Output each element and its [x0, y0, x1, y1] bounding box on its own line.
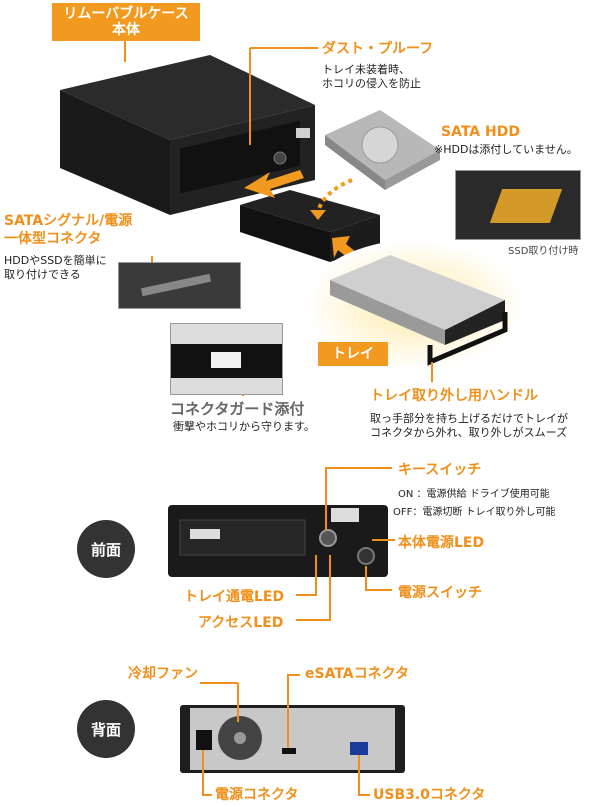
insert-arrow-icon: [244, 170, 304, 198]
front-panel-image: [168, 505, 388, 577]
handle-note: 取っ手部分を持ち上げるだけでトレイが コネクタから外れ、取り外しがスムーズ: [370, 412, 568, 440]
hdd-image: [325, 110, 440, 190]
ssd-caption: SSD取り付け時: [508, 246, 579, 257]
key-switch-off: OFF：電源切断 トレイ取り外し可能: [393, 507, 556, 518]
tray-image: [330, 255, 508, 366]
connector-title-line1: SATAシグナル/電源: [4, 213, 133, 229]
access-led-label: アクセスLED: [198, 615, 284, 631]
connector-photo: [118, 262, 241, 309]
connector-note-line2: 取り付けできる: [4, 268, 81, 281]
handle-title: トレイ取り外し用ハンドル: [370, 388, 538, 404]
key-switch-on: ON ：電源供給 ドライブ使用可能: [398, 489, 550, 500]
front-badge: 前面: [77, 520, 135, 578]
fan-label: 冷却ファン: [128, 666, 198, 682]
power-led-label: 本体電源LED: [398, 535, 485, 551]
connector-note-line1: HDDやSSDを簡単に: [4, 254, 107, 267]
dust-proof-note: トレイ未装着時、 ホコリの侵入を防止: [322, 63, 421, 91]
connector-note: HDDやSSDを簡単に 取り付けできる: [4, 254, 107, 282]
back-panel-image: [180, 705, 405, 773]
connector-title: SATAシグナル/電源 一体型コネクタ: [4, 212, 132, 248]
handle-note-line2: コネクタから外れ、取り外しがスムーズ: [370, 426, 568, 439]
case-body-image: [60, 55, 315, 215]
key-switch-title: キースイッチ: [398, 462, 482, 478]
power-connector-label: 電源コネクタ: [215, 787, 299, 803]
dust-proof-title: ダスト・プルーフ: [322, 41, 434, 57]
dust-proof-note-line2: ホコリの侵入を防止: [322, 77, 421, 90]
back-badge: 背面: [77, 700, 135, 758]
connector-guard-note: 衝撃やホコリから守ります。: [173, 420, 315, 433]
tray-badge: トレイ: [318, 342, 388, 366]
ssd-photo: [455, 170, 581, 240]
hdd-title: SATA HDD: [441, 124, 520, 140]
dust-proof-note-line1: トレイ未装着時、: [322, 63, 410, 76]
usb-label: USB3.0コネクタ: [373, 787, 486, 803]
connector-title-line2: 一体型コネクタ: [4, 231, 102, 247]
connector-guard-photo: [170, 323, 283, 395]
case-title-line2: 本体: [112, 22, 140, 38]
handle-note-line1: 取っ手部分を持ち上げるだけでトレイが: [370, 412, 568, 425]
power-switch-label: 電源スイッチ: [398, 585, 482, 601]
case-title-box: リムーバブルケース 本体: [52, 3, 200, 41]
case-title-line1: リムーバブルケース: [63, 6, 189, 22]
connector-guard-title: コネクタガード添付: [170, 400, 305, 418]
hdd-note: ※HDDは添付していません。: [434, 143, 578, 156]
esata-label: eSATAコネクタ: [305, 666, 410, 682]
tray-led-label: トレイ通電LED: [184, 589, 285, 605]
